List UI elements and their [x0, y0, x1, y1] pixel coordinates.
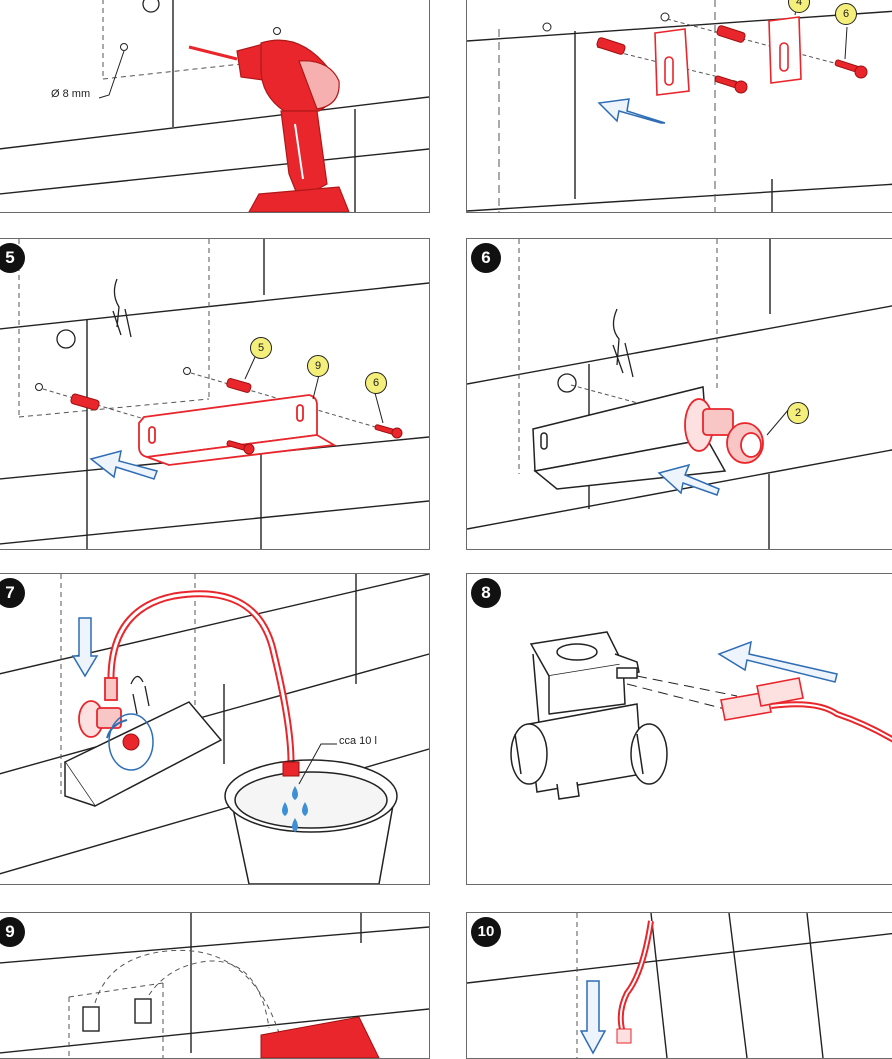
step-panel-7: 7 cca 10 l	[0, 573, 430, 885]
hose-connection-illustration	[467, 913, 892, 1058]
step-panel-10: 10	[466, 912, 892, 1059]
step-number-9: 9	[0, 917, 25, 947]
wall-plug-icon	[596, 25, 746, 55]
flushing-illustration	[0, 574, 429, 884]
direction-arrow-icon	[717, 640, 838, 683]
direction-arrow-icon	[71, 617, 99, 678]
wall-tiles	[467, 913, 892, 1058]
wall-tiles	[0, 913, 429, 1054]
screw-icon	[226, 424, 403, 455]
hanger-plate	[654, 16, 802, 96]
angle-valve-icon	[78, 677, 122, 738]
step-panel-6: 6 2	[466, 238, 892, 550]
unit-hanging-illustration	[0, 913, 429, 1058]
drilling-illustration	[0, 0, 429, 212]
callout-6: 6	[365, 372, 387, 394]
callout-6: 6	[835, 3, 857, 25]
step-number-7: 7	[0, 578, 25, 608]
water-drop-icon	[282, 786, 308, 832]
step-number-6: 6	[471, 243, 501, 273]
step-panel-8: 8	[466, 573, 892, 885]
callout-9: 9	[307, 355, 329, 377]
drill-size-label: Ø 8 mm	[51, 88, 91, 100]
valve-mount-illustration	[467, 239, 892, 549]
mounting-bracket	[63, 701, 223, 807]
step-panel-5: 5 5 9 6	[0, 238, 430, 550]
step-panel-hangers: 4 6	[466, 0, 892, 213]
bucket-icon	[224, 759, 398, 884]
step-panel-9: 9	[0, 912, 430, 1059]
hanger-plate	[82, 998, 152, 1032]
step-panel-drilling: Ø 8 mm	[0, 0, 430, 213]
connector-icon	[720, 677, 892, 743]
hangers-illustration	[467, 0, 892, 212]
solenoid-connection-illustration	[510, 631, 892, 800]
solenoid-valve-icon	[510, 631, 668, 800]
angle-valve-icon	[684, 398, 764, 464]
callout-5: 5	[250, 337, 272, 359]
appliance-unit	[260, 1016, 380, 1058]
mounting-bracket	[138, 394, 337, 466]
step-number-10: 10	[471, 917, 501, 947]
wall-tiles	[0, 239, 429, 549]
mounting-bracket	[532, 386, 727, 490]
water-volume-label: cca 10 l	[339, 735, 377, 747]
step-number-8: 8	[471, 578, 501, 608]
wall-tiles	[0, 0, 429, 212]
direction-arrow-icon	[597, 98, 666, 124]
direction-arrow-icon	[579, 980, 607, 1055]
direction-arrow-icon	[657, 463, 720, 496]
direction-arrow-icon	[89, 449, 158, 480]
bracket-mount-illustration	[0, 239, 429, 549]
callout-2: 2	[787, 402, 809, 424]
step-number-5: 5	[0, 243, 25, 273]
wall-tiles	[467, 10, 892, 212]
screw-icon	[714, 59, 868, 94]
drill-icon	[188, 39, 350, 212]
wall-plug-icon	[70, 378, 252, 411]
